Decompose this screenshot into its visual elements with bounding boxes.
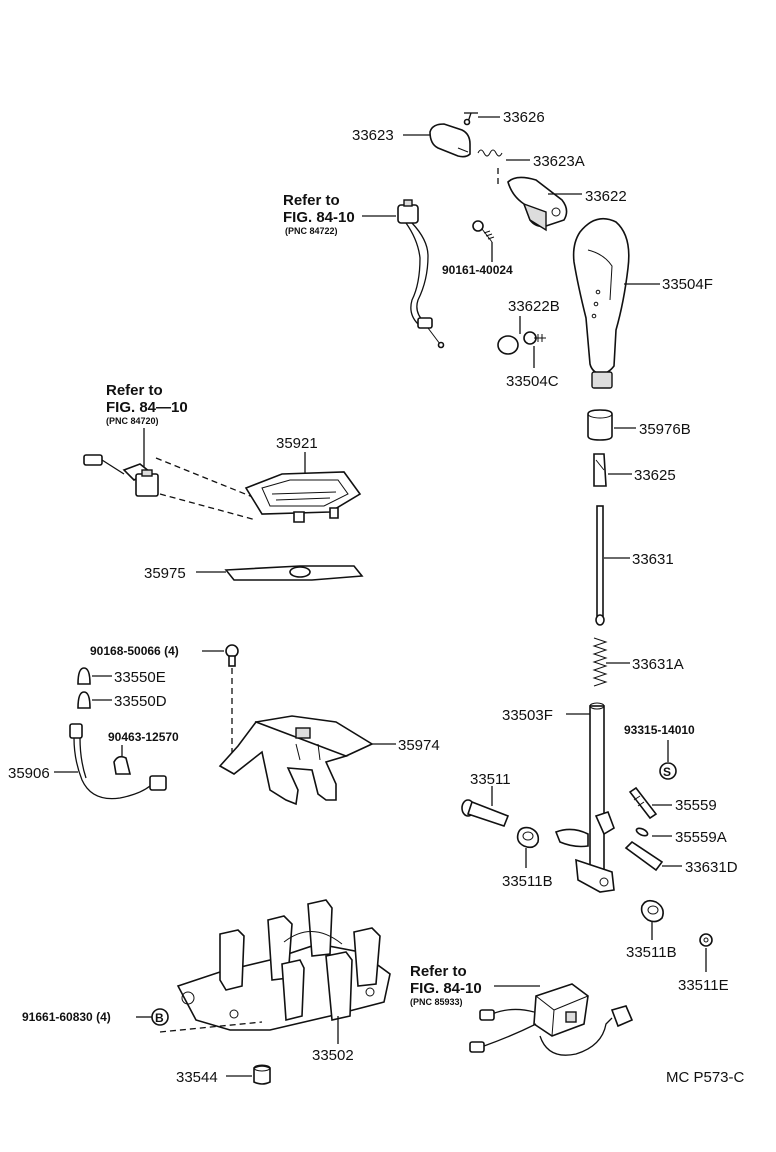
part-33502-shift-bracket bbox=[176, 899, 391, 1031]
label-33511B-left: 33511B bbox=[502, 873, 553, 890]
part-33544-stopper bbox=[253, 1064, 271, 1085]
part-33631D-pin bbox=[624, 840, 664, 872]
part-33504F-shift-knob bbox=[572, 217, 630, 389]
part-90161-40024-screw bbox=[472, 220, 495, 262]
label-35921: 35921 bbox=[276, 435, 318, 452]
label-33504C: 33504C bbox=[506, 373, 559, 390]
marker-s: S bbox=[663, 765, 671, 779]
ref-top-line3: (PNC 84722) bbox=[285, 226, 338, 236]
label-35559A: 35559A bbox=[675, 829, 727, 846]
part-33511-bolt bbox=[461, 799, 510, 827]
label-90161-40024: 90161-40024 bbox=[442, 263, 513, 277]
label-33550E: 33550E bbox=[114, 669, 166, 686]
dash-35921-bulb bbox=[155, 457, 261, 521]
label-35906: 35906 bbox=[8, 765, 50, 782]
label-33622: 33622 bbox=[585, 188, 627, 205]
part-35976B-bushing bbox=[587, 409, 613, 441]
part-35921-indicator-plate bbox=[244, 471, 362, 523]
label-33504F: 33504F bbox=[662, 276, 713, 293]
part-33622-lever bbox=[507, 176, 568, 232]
part-35974-housing bbox=[218, 715, 374, 806]
part-33623-button bbox=[429, 123, 471, 158]
figure-code: MC P573-C bbox=[666, 1069, 745, 1086]
part-33550D-bulb bbox=[77, 691, 112, 709]
label-33502: 33502 bbox=[312, 1047, 354, 1064]
ref-bottom-line2: FIG. 84-10 bbox=[410, 980, 482, 997]
part-33623A-spring bbox=[477, 149, 530, 161]
label-93315-14010: 93315-14010 bbox=[624, 723, 695, 737]
marker-b: B bbox=[155, 1011, 164, 1025]
ref-left-line1: Refer to bbox=[106, 382, 163, 399]
label-33511: 33511 bbox=[470, 771, 511, 788]
part-shift-lock-switch-top bbox=[397, 199, 445, 349]
label-33631D: 33631D bbox=[685, 859, 738, 876]
label-33503F: 33503F bbox=[502, 707, 553, 724]
part-33550E-bulb bbox=[77, 667, 112, 685]
ref-top-line1: Refer to bbox=[283, 192, 340, 209]
part-33511B-left-bushing bbox=[516, 826, 540, 849]
part-33626-screw bbox=[463, 112, 500, 126]
label-33631A: 33631A bbox=[632, 656, 684, 673]
label-33625: 33625 bbox=[634, 467, 676, 484]
part-33631-rod bbox=[595, 505, 605, 626]
ref-bottom-line1: Refer to bbox=[410, 963, 467, 980]
marker-b-circle bbox=[151, 1008, 169, 1026]
label-33626: 33626 bbox=[503, 109, 545, 126]
part-33625-sleeve bbox=[593, 453, 607, 487]
part-35906-wire-harness bbox=[69, 723, 167, 800]
part-33511E-washer bbox=[699, 933, 713, 947]
part-33511B-right-bushing bbox=[640, 899, 664, 923]
part-illumination-bulb-socket bbox=[83, 454, 159, 497]
ref-bottom-line3: (PNC 85933) bbox=[410, 997, 463, 1007]
part-33503F-shift-lever bbox=[554, 702, 615, 893]
part-90463-clamp bbox=[113, 755, 132, 775]
label-33631: 33631 bbox=[632, 551, 674, 568]
label-91661-60830: 91661-60830 (4) bbox=[22, 1010, 111, 1024]
label-33511E: 33511E bbox=[678, 977, 729, 994]
part-33622B-cap bbox=[497, 335, 519, 355]
label-35976B: 35976B bbox=[639, 421, 691, 438]
label-33623: 33623 bbox=[352, 127, 394, 144]
label-35974: 35974 bbox=[398, 737, 440, 754]
part-shift-lock-ecu-bottom bbox=[469, 983, 634, 1056]
label-35559: 35559 bbox=[675, 797, 717, 814]
label-90463-12570: 90463-12570 bbox=[108, 730, 179, 744]
part-90168-bolt bbox=[225, 644, 239, 667]
part-35975-dust-cover bbox=[224, 565, 364, 581]
label-33622B: 33622B bbox=[508, 298, 560, 315]
part-33631A-spring bbox=[592, 637, 608, 687]
ref-left-line2: FIG. 84—10 bbox=[106, 399, 188, 416]
part-33504C-screw bbox=[523, 331, 546, 345]
label-33623A: 33623A bbox=[533, 153, 585, 170]
label-33511B-right: 33511B bbox=[626, 944, 677, 961]
label-33550D: 33550D bbox=[114, 693, 167, 710]
part-35559-pin bbox=[628, 786, 658, 820]
label-35975: 35975 bbox=[144, 565, 186, 582]
dash-91661 bbox=[159, 1021, 263, 1033]
part-35559A-clip bbox=[635, 827, 649, 837]
label-90168-50066: 90168-50066 (4) bbox=[90, 644, 179, 658]
marker-s-circle bbox=[659, 762, 677, 780]
label-33544: 33544 bbox=[176, 1069, 218, 1086]
ref-top-line2: FIG. 84-10 bbox=[283, 209, 355, 226]
ref-left-line3: (PNC 84720) bbox=[106, 416, 159, 426]
